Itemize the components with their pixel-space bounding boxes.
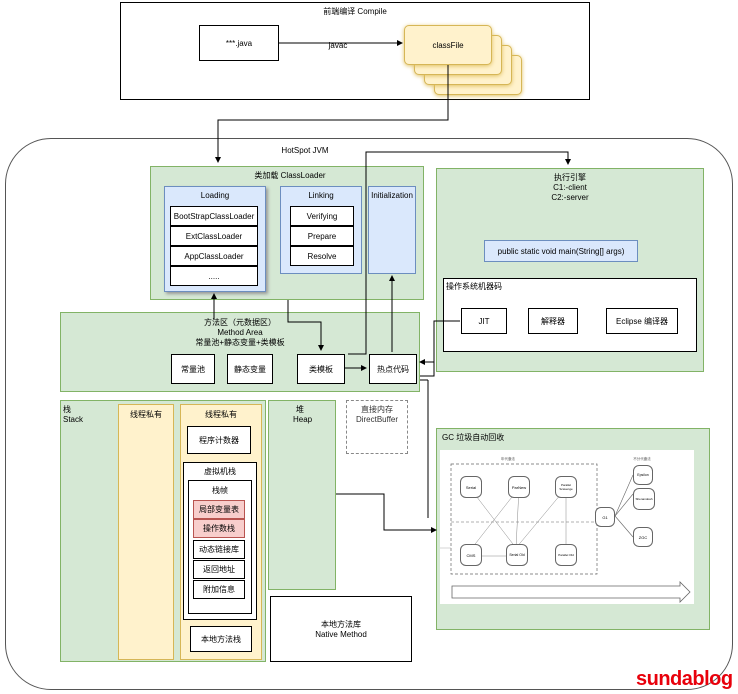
gc-node-shenandoah: Shenandoah [633,488,655,510]
resolve-step: Resolve [290,246,354,266]
stack-frame-title: 栈帧 [212,486,228,495]
app-classloader: AppClassLoader [170,246,258,266]
jit-box: JIT [461,308,507,334]
gc-node-g1: G1 [595,507,615,527]
native-library-line1: 本地方法库 [321,620,361,629]
ext-classloader: ExtClassLoader [170,226,258,246]
thread-private-a-label: 线程私有 [130,410,162,419]
method-area-line1: 方法区（元数据区） [204,318,276,327]
native-method-stack: 本地方法栈 [190,626,252,652]
hotcode-return-line [420,342,435,377]
gc-node-parnew: ParNew [508,476,530,498]
program-counter-box: 程序计数器 [187,426,251,454]
interpreter-box: 解释器 [528,308,578,334]
local-var-table: 局部变量表 [193,500,245,519]
native-library-box [270,596,412,662]
extra-info: 附加信息 [193,580,245,599]
engine-title: 执行引擎 [554,173,586,182]
operand-stack: 操作数栈 [193,519,245,538]
bootstrap-classloader: BootStrapClassLoader [170,206,258,226]
linking-title: Linking [308,191,334,200]
direct-memory-line1: 直接内存 [361,405,393,414]
jvm-title: HotSpot JVM [281,146,329,155]
template-to-engine-arrow [348,151,571,355]
gc-node-epsilon: Epsilon [633,465,653,485]
machine-code-title: 操作系统机器码 [446,282,502,291]
gc-young-label: 年代囊法 [501,456,515,461]
heap-box [268,400,336,590]
prepare-step: Prepare [290,226,354,246]
initialization-box [368,186,416,274]
classloader-title: 类加载 ClassLoader [254,171,326,180]
stack-title1: 栈 [63,405,71,414]
gc-node-serial-old: Serial Old [506,544,528,566]
heap-title2: Heap [293,415,313,424]
class-template-box: 类模板 [297,354,345,384]
gc-node-parallel-old: Parallel Old [555,544,577,566]
heap-to-gc-arrow [336,493,437,533]
linking-to-template-arrow [287,300,324,351]
heap-title1: 堆 [296,405,304,414]
compile-title: 前端编译 Compile [323,7,387,16]
main-method-box: public static void main(String[] args) [484,240,638,262]
method-area-line3: 常量池+静态变量+类模板 [195,338,285,347]
thread-private-a-box [118,404,174,660]
direct-memory-box [346,400,408,454]
loading-title: Loading [200,191,230,200]
more-classloaders: ..... [170,266,258,286]
gc-node-parallel-scavenge: Parallel Scavenge [555,476,577,498]
gc-title: GC 垃圾自动回收 [442,433,505,442]
native-library-line2: Native Method [315,630,367,639]
classfile-box: classFile [404,25,492,65]
vm-stack-title: 虚拟机栈 [204,467,236,476]
gc-node-serial: Serial [460,476,482,498]
initialization-title: Initialization [371,191,413,200]
verifying-step: Verifying [290,206,354,226]
thread-private-b-label: 线程私有 [205,410,237,419]
gc-diagram: 年代囊法 不分代囊法 [440,456,691,603]
stack-title2: Stack [63,415,84,424]
return-address: 返回地址 [193,560,245,579]
gc-node-zgc: ZGC [633,527,653,547]
jit-to-hotcode-arrow [419,320,460,365]
java-source-box: ***.java [199,25,279,61]
gc-node-cms: CMS [460,544,482,566]
direct-memory-line2: DirectBuffer [355,415,399,424]
gc-old-label: 不分代囊法 [633,456,651,461]
engine-c2: C2:-server [551,193,589,202]
classfile-to-loader-arrow [215,65,449,163]
static-vars-box: 静态变量 [227,354,273,384]
constant-pool-box: 常量池 [171,354,215,384]
javac-label: javac [324,41,352,51]
hot-code-box: 热点代码 [369,354,417,384]
engine-c1: C1:-client [553,183,587,192]
dynamic-link: 动态链接库 [193,540,245,559]
eclipse-compiler-box: Eclipse 编译器 [606,308,678,334]
method-area-line2: Method Area [217,328,263,337]
brand-watermark: sundablog [636,668,733,690]
